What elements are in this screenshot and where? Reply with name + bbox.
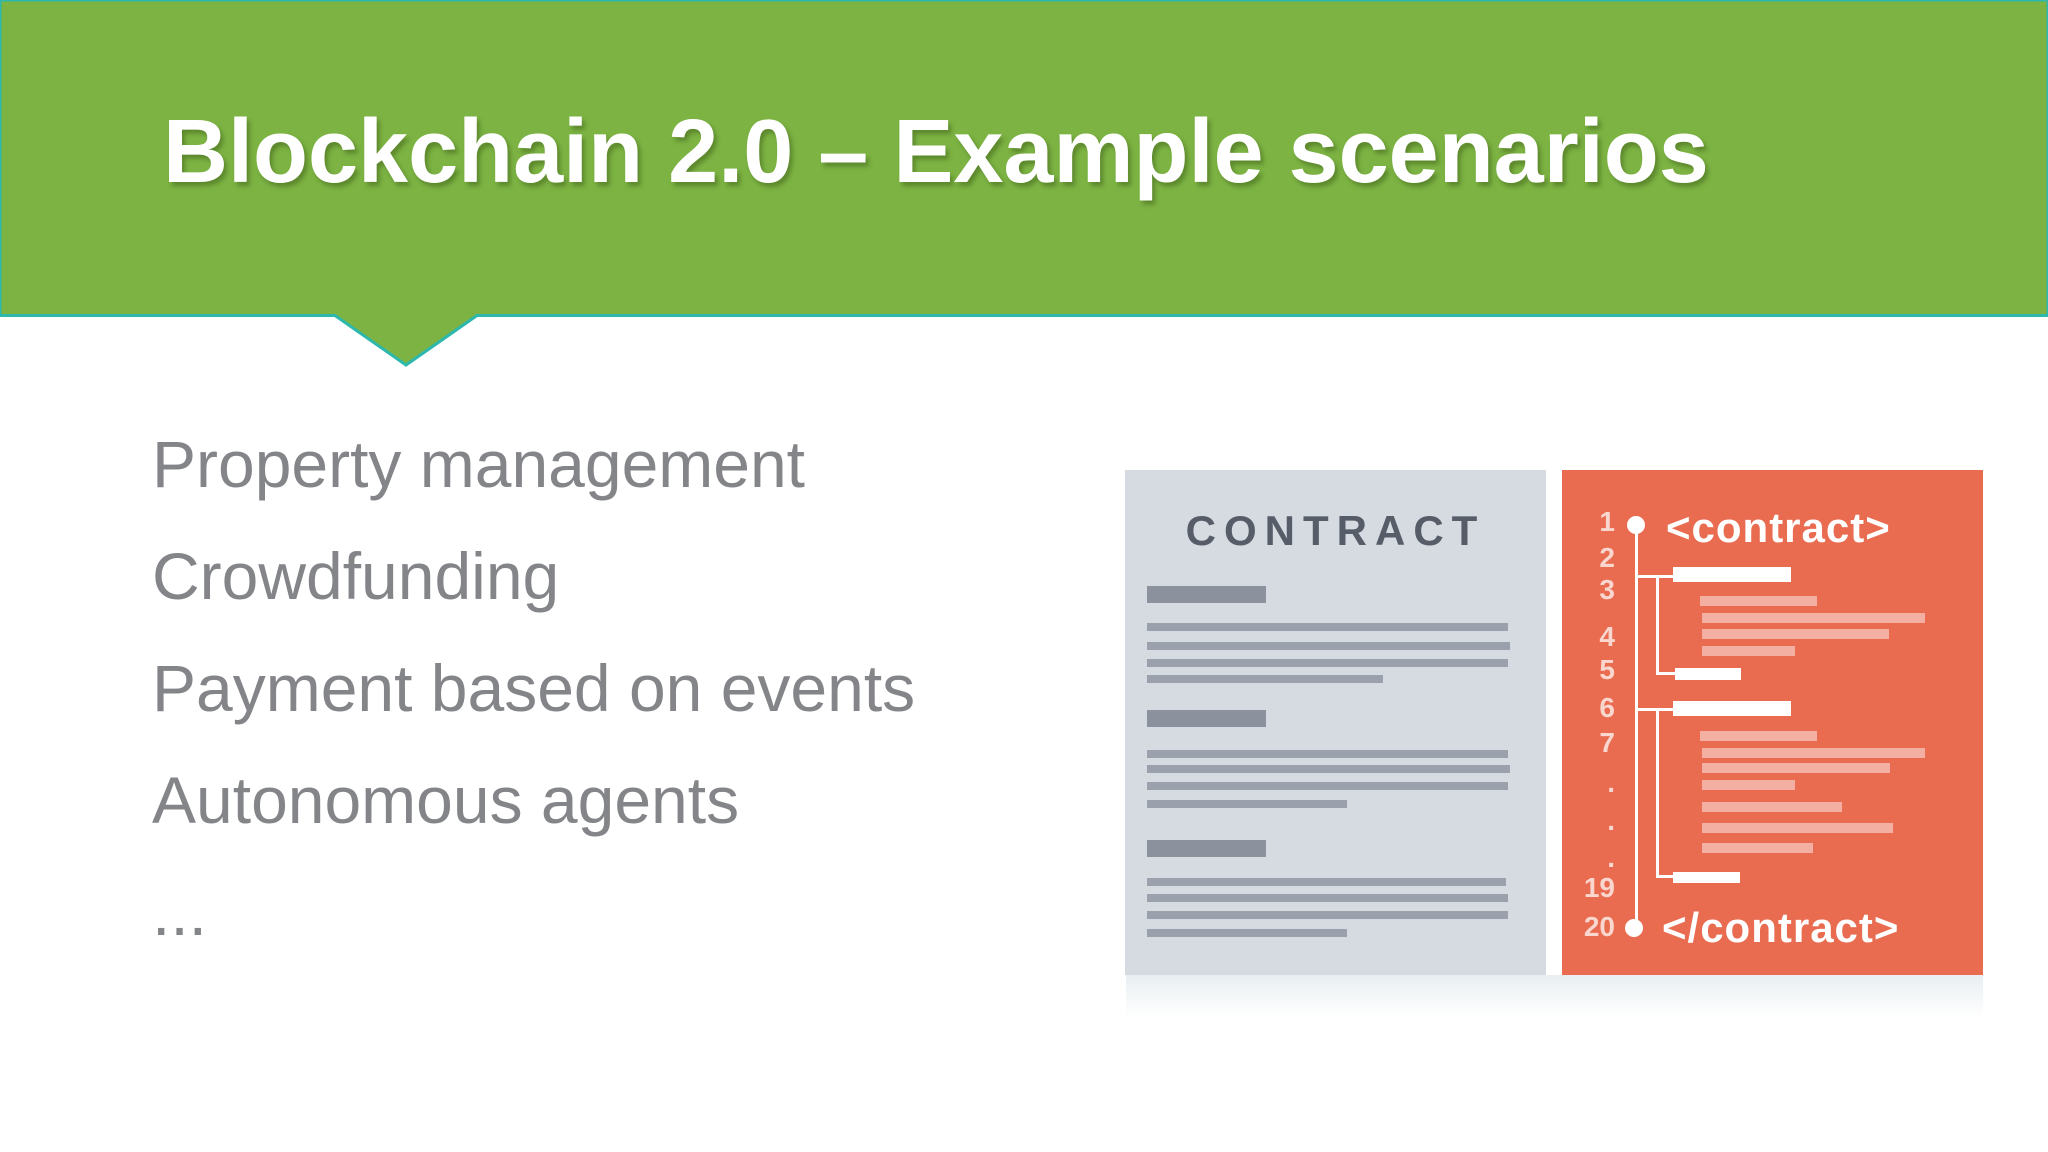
doc-heading-bar (1147, 840, 1266, 857)
code-line-number: 4 (1599, 621, 1615, 652)
code-bar-pink (1702, 613, 1925, 623)
code-bar-pink (1702, 780, 1795, 790)
code-bar-pink (1702, 629, 1889, 639)
contract-close-tag: </contract> (1662, 904, 1900, 951)
code-line-number: 20 (1583, 911, 1615, 942)
bullet-item: ... (152, 875, 208, 949)
code-bar-pink (1702, 843, 1813, 853)
code-connector-line (1656, 708, 1659, 877)
code-bar-pink (1702, 802, 1842, 812)
code-connector-line (1635, 708, 1675, 711)
doc-text-line (1147, 894, 1508, 902)
doc-text-line (1147, 675, 1383, 683)
contract-document-title: CONTRACT (1185, 507, 1486, 554)
contract-document-panel: CONTRACT (1125, 470, 1546, 975)
doc-heading-bar (1147, 710, 1266, 727)
doc-heading-bar (1147, 586, 1266, 603)
code-connector-line (1635, 575, 1675, 578)
code-connector-line (1656, 875, 1675, 878)
doc-text-line (1147, 642, 1510, 650)
doc-text-line (1147, 800, 1347, 808)
code-bar-white (1673, 567, 1791, 582)
code-line-number: 7 (1599, 727, 1615, 758)
illustration-shadow (1126, 975, 1983, 1017)
code-line-number: . (1607, 805, 1615, 836)
doc-text-line (1147, 911, 1508, 919)
code-bar-white (1673, 701, 1791, 716)
code-line-number: 2 (1599, 542, 1615, 573)
code-bar-white (1673, 872, 1740, 883)
title-banner (0, 0, 2048, 367)
doc-text-line (1147, 765, 1510, 773)
code-bar-pink (1700, 731, 1817, 741)
contract-open-tag: <contract> (1666, 504, 1891, 551)
code-connector-line (1656, 672, 1676, 675)
code-line-number: . (1607, 842, 1615, 873)
bullet-item: Payment based on events (152, 651, 916, 725)
code-line-number: 5 (1599, 654, 1615, 685)
doc-text-line (1147, 878, 1506, 886)
code-bar-pink (1702, 646, 1795, 656)
bullet-item: Crowdfunding (152, 539, 560, 613)
code-bar-pink (1702, 823, 1893, 833)
code-line-number: 3 (1599, 574, 1615, 605)
doc-text-line (1147, 782, 1508, 790)
bullet-item: Autonomous agents (152, 763, 740, 837)
code-connector-line (1656, 575, 1659, 674)
code-bar-pink (1702, 763, 1890, 773)
slide-title: Blockchain 2.0 – Example scenarios (163, 102, 1709, 202)
code-bar-white (1675, 668, 1741, 680)
doc-text-line (1147, 623, 1508, 631)
code-line-number: 1 (1599, 506, 1615, 537)
bullet-item: Property management (152, 427, 806, 501)
doc-text-line (1147, 659, 1508, 667)
code-bar-pink (1700, 596, 1817, 606)
banner-shape (0, 0, 2048, 367)
code-anchor-dot (1627, 516, 1645, 534)
code-connector-line (1635, 525, 1638, 928)
code-anchor-dot (1625, 919, 1643, 937)
code-line-number: 6 (1599, 692, 1615, 723)
contract-document-body (1147, 470, 1546, 975)
doc-text-line (1147, 929, 1347, 937)
code-line-number: 19 (1583, 872, 1615, 903)
doc-text-line (1147, 750, 1508, 758)
code-bar-pink (1702, 748, 1925, 758)
code-line-number: . (1607, 767, 1615, 798)
